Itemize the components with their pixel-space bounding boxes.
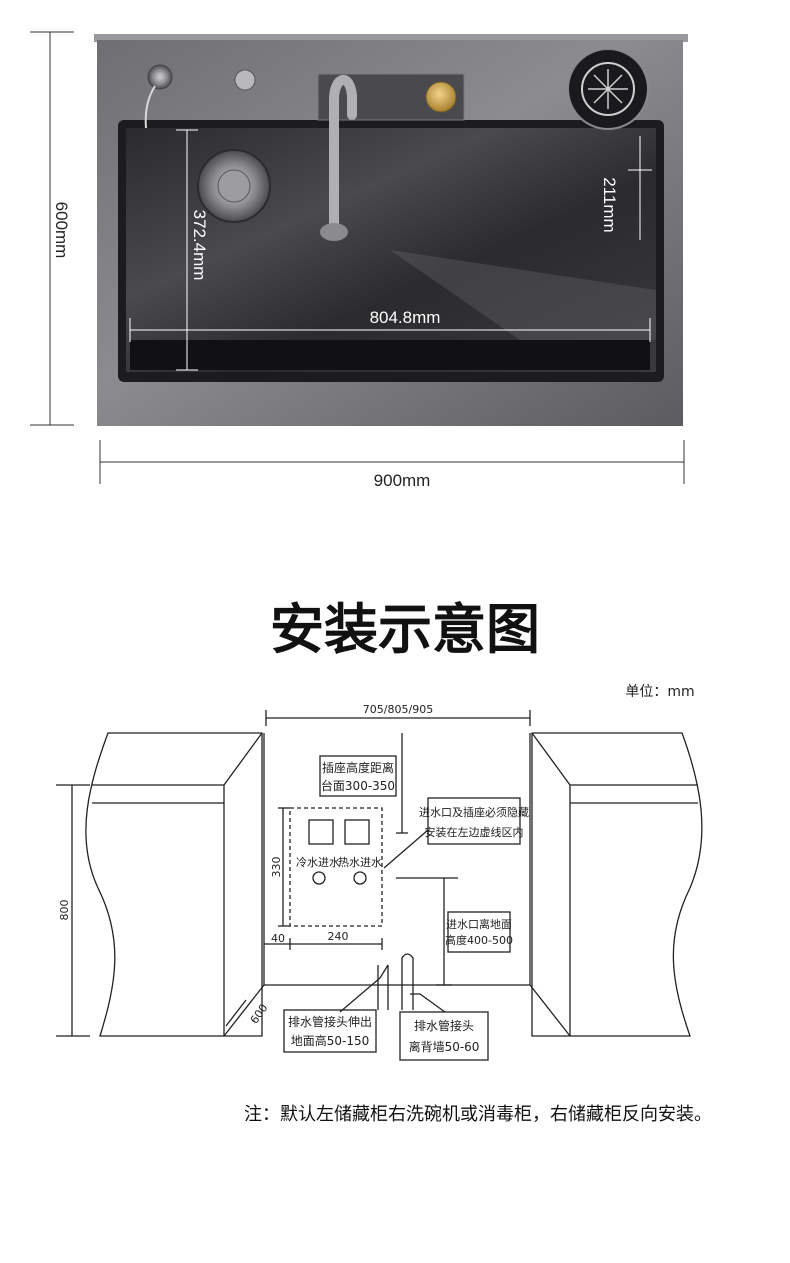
sink-illustration <box>94 34 688 426</box>
drain-wall-line2: 离背墙50-60 <box>409 1039 480 1054</box>
basin-depth-label: 372.4mm <box>190 210 209 281</box>
inlet-height-line2: 高度400-500 <box>445 933 513 947</box>
soap-dispenser-icon <box>147 64 173 90</box>
cup-rinser-spokes <box>588 69 628 109</box>
floor-right-perspective <box>529 984 571 1037</box>
hidden-note-box <box>427 797 521 845</box>
left-cabinet-side <box>223 732 263 1036</box>
sink-top-edge <box>94 34 688 42</box>
inlet-height-line1: 进水口离地面 <box>446 917 512 931</box>
faucet-outlet <box>320 223 348 241</box>
sink-dimensions <box>30 31 685 484</box>
right-cabinet-side <box>531 732 571 1036</box>
drain-wall-box <box>399 1011 489 1061</box>
hot-inlet-label: 热水进水 <box>338 856 382 869</box>
right-cabinet <box>531 732 703 1037</box>
cabinet-height-label: 800 <box>58 900 71 921</box>
dim-330-label: 330 <box>270 857 283 878</box>
faucet-spout <box>329 75 357 237</box>
install-diagram <box>56 710 703 1061</box>
socket-height-line2: 台面300-350 <box>321 778 395 793</box>
hot-inlet-icon <box>353 871 367 885</box>
dim-240-label: 240 <box>328 930 349 943</box>
cold-inlet-label: 冷水进水 <box>296 856 340 869</box>
dispenser-tube <box>144 85 156 129</box>
deck-button-icon <box>234 69 256 91</box>
overall-width-label: 900mm <box>374 471 431 490</box>
hidden-install-zone <box>289 807 383 927</box>
unit-label: 单位：mm <box>625 684 694 700</box>
drain-out-box <box>283 1009 377 1053</box>
install-footnote: 注：默认左储藏柜右洗碗机或消毒柜，右储藏柜反向安装。 <box>244 1104 712 1125</box>
socket-height-line1: 插座高度距离 <box>322 760 394 775</box>
inlet-height-box <box>447 911 511 953</box>
drain-out-line1: 排水管接头伸出 <box>288 1014 372 1029</box>
cup-rinser-inner <box>581 62 635 116</box>
basin-light-reflection <box>390 250 656 340</box>
install-title: 安装示意图 <box>270 598 540 661</box>
drain-out-line2: 地面高50-150 <box>291 1033 370 1048</box>
drain-wall-line1: 排水管接头 <box>414 1018 474 1033</box>
floor-left-perspective <box>223 984 265 1037</box>
socket-left-icon <box>308 819 334 845</box>
drain-center <box>217 169 251 203</box>
socket-right-icon <box>344 819 370 845</box>
hidden-note-line2: 安装在左边虚线区内 <box>425 825 524 839</box>
hidden-note-line1: 进水口及插座必须隐藏 <box>419 805 529 819</box>
dim-40-label: 40 <box>271 932 285 945</box>
cold-inlet-icon <box>312 871 326 885</box>
dim-600-label: 600 <box>248 1002 271 1027</box>
basin-floor <box>130 340 650 370</box>
cabinet-width-label: 705/805/905 <box>363 703 433 716</box>
socket-height-box <box>319 755 397 797</box>
left-cabinet <box>85 732 263 1037</box>
drain-pipe-icon <box>377 953 414 1010</box>
basin-width-label: 804.8mm <box>370 308 441 327</box>
basin-dimension-lines <box>129 129 652 371</box>
drop-depth-label: 211mm <box>600 177 619 232</box>
gold-knob-icon <box>425 81 457 113</box>
overall-height-label: 600mm <box>52 202 71 259</box>
